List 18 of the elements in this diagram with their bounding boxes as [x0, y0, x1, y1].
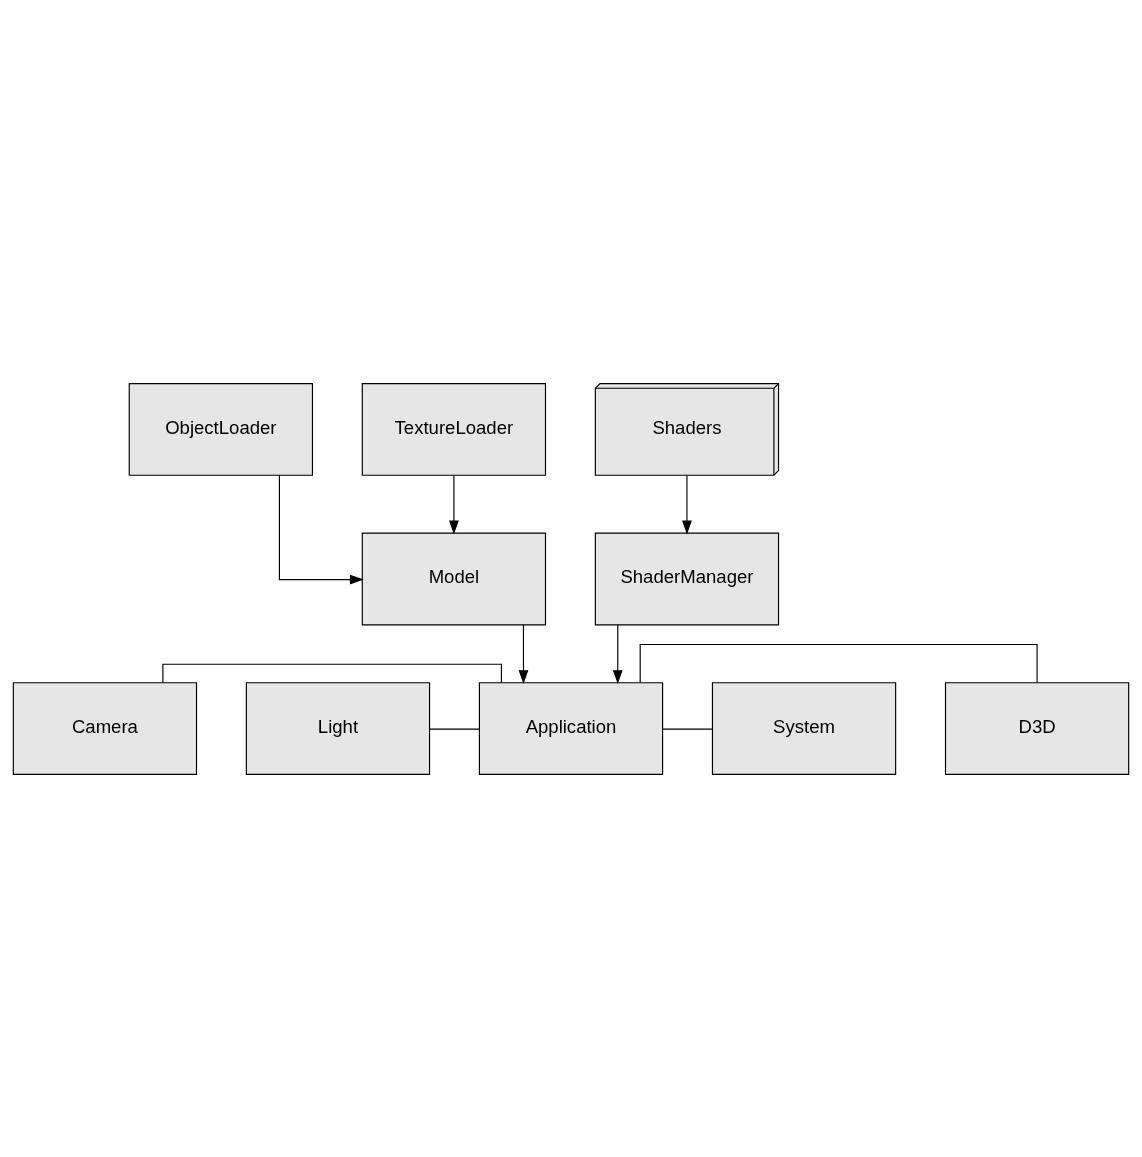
arrow — [278, 474, 364, 584]
arrow — [682, 474, 692, 535]
node-box: ShaderManager — [594, 532, 780, 625]
arrow — [449, 474, 459, 535]
node-box: Light — [245, 681, 431, 775]
node-box: D3D — [944, 681, 1130, 775]
connector — [639, 643, 1038, 683]
node-box: Camera — [12, 681, 198, 775]
arrow — [612, 624, 623, 684]
connector — [162, 663, 502, 683]
node-box: Model — [361, 532, 547, 625]
node-box: Application — [478, 681, 664, 775]
connector — [429, 728, 480, 730]
node-box: System — [711, 681, 897, 775]
node-box: TextureLoader — [361, 382, 547, 476]
node-box: ObjectLoader — [128, 382, 314, 476]
arrow — [518, 624, 529, 684]
connector — [662, 728, 713, 730]
